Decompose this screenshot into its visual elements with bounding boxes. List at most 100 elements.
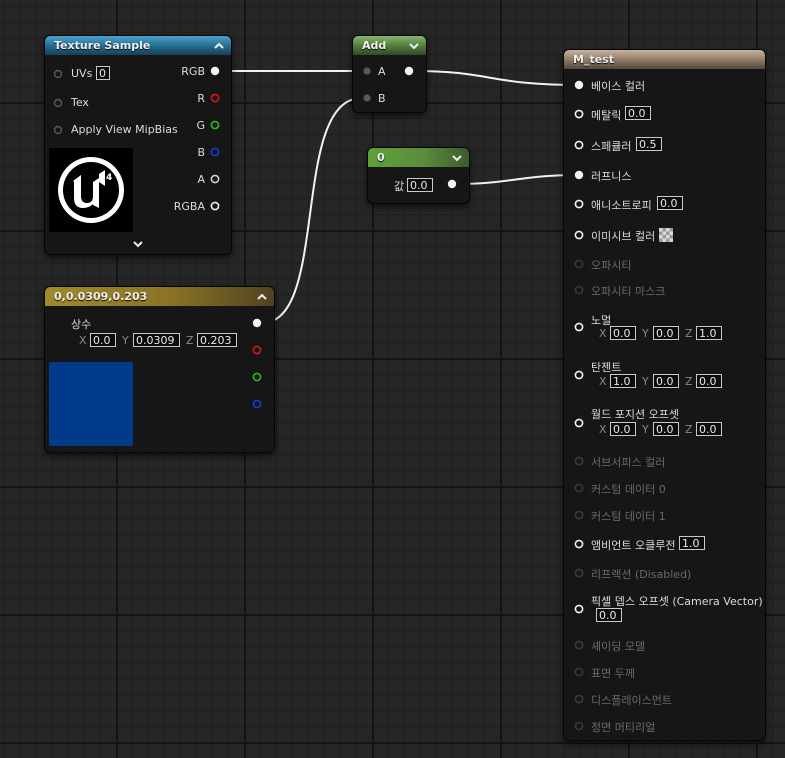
subsurface-color-label: 서브서피스 컬러	[591, 456, 666, 469]
metallic-label: 메탈릭	[591, 109, 622, 122]
normal-x-field[interactable]: 0.0	[610, 326, 636, 340]
ambient-occlusion-value-field[interactable]: 1.0	[679, 536, 705, 550]
uvs-input-pin[interactable]	[53, 69, 63, 79]
custom-data-1-input-pin	[574, 510, 584, 520]
specular-label: 스페큘러	[591, 140, 632, 153]
rgb-output-pin[interactable]	[210, 66, 220, 76]
chevron-down-icon[interactable]	[409, 41, 419, 51]
add-a-input-pin[interactable]	[362, 66, 372, 76]
node-title: Add	[362, 39, 387, 52]
axis-y-label: Y	[642, 423, 649, 436]
wire-zero-to-roughness	[455, 174, 579, 185]
wpo-z-field[interactable]: 0.0	[696, 422, 722, 436]
specular-input-pin[interactable]	[574, 140, 584, 150]
base-color-label: 베이스 컬러	[591, 80, 646, 93]
roughness-label: 러프니스	[591, 170, 632, 183]
base-color-input-pin[interactable]	[574, 80, 584, 90]
texture-sample-node[interactable]: Texture Sample UVs 0 Tex Apply View MipB…	[45, 36, 231, 254]
displacement-input-pin	[574, 694, 584, 704]
normal-input-pin[interactable]	[574, 322, 584, 332]
z-value-field[interactable]: 0.203	[197, 333, 237, 347]
material-result-node[interactable]: M_test 베이스 컬러 메탈릭 0.0 스페큘러 0.5 러프니스 애니소트…	[564, 50, 765, 740]
b-output-pin[interactable]	[210, 147, 220, 157]
add-node-header[interactable]: Add	[353, 36, 426, 55]
g-output-pin[interactable]	[210, 120, 220, 130]
texture-sample-header[interactable]: Texture Sample	[45, 36, 231, 55]
wire-constant-to-add-b	[261, 97, 363, 324]
rgba-output-pin[interactable]	[210, 201, 220, 211]
tangent-y-field[interactable]: 0.0	[653, 374, 679, 388]
chevron-down-icon[interactable]	[452, 153, 462, 163]
chevron-down-icon[interactable]	[133, 239, 143, 249]
scalar-output-pin[interactable]	[447, 179, 457, 189]
chevron-up-icon[interactable]	[214, 41, 224, 51]
axis-z-label: Z	[685, 375, 693, 388]
wpo-x-field[interactable]: 0.0	[610, 422, 636, 436]
front-material-input-pin	[574, 721, 584, 731]
add-b-input-pin[interactable]	[362, 93, 372, 103]
wpo-y-field[interactable]: 0.0	[653, 422, 679, 436]
metallic-input-pin[interactable]	[574, 109, 584, 119]
axis-x-label: X	[599, 423, 607, 436]
scalar-constant-node[interactable]: 0 값 0.0	[368, 148, 469, 203]
r-output-pin[interactable]	[252, 345, 262, 355]
emissive-label: 이미시브 컬러	[591, 230, 656, 243]
surface-thickness-input-pin	[574, 667, 584, 677]
axis-x-label: X	[599, 327, 607, 340]
surface-thickness-label: 표면 두께	[591, 667, 635, 680]
a-label: A	[197, 173, 205, 186]
ambient-occlusion-input-pin[interactable]	[574, 539, 584, 549]
anisotropy-value-field[interactable]: 0.0	[657, 196, 683, 210]
uvs-label: UVs	[71, 67, 93, 80]
tangent-input-pin[interactable]	[574, 370, 584, 380]
r-output-pin[interactable]	[210, 93, 220, 103]
anisotropy-input-pin[interactable]	[574, 199, 584, 209]
checker-swatch-icon[interactable]	[659, 228, 673, 242]
roughness-input-pin[interactable]	[574, 170, 584, 180]
add-output-pin[interactable]	[404, 66, 414, 76]
texture-preview: 4	[49, 148, 133, 232]
axis-y-label: Y	[642, 375, 649, 388]
node-title: M_test	[573, 53, 614, 66]
tangent-x-field[interactable]: 1.0	[610, 374, 636, 388]
axis-x-label: X	[79, 334, 87, 347]
opacity-label: 오파시티	[591, 259, 632, 272]
scalar-constant-header[interactable]: 0	[368, 148, 469, 167]
metallic-value-field[interactable]: 0.0	[625, 106, 651, 120]
normal-label: 노멀	[591, 314, 612, 327]
constant-label: 상수	[71, 318, 92, 331]
value-field[interactable]: 0.0	[407, 178, 433, 192]
axis-y-label: Y	[642, 327, 649, 340]
material-result-header[interactable]: M_test	[564, 50, 765, 69]
shading-model-label: 셰이딩 모델	[591, 640, 646, 653]
pixel-depth-offset-input-pin[interactable]	[574, 604, 584, 614]
unreal-logo-icon: 4	[58, 157, 124, 223]
mipbias-input-pin[interactable]	[53, 125, 63, 135]
specular-value-field[interactable]: 0.5	[636, 137, 662, 151]
tex-input-pin[interactable]	[53, 98, 63, 108]
a-output-pin[interactable]	[210, 174, 220, 184]
refraction-input-pin	[574, 568, 584, 578]
displacement-label: 디스플레이스먼트	[591, 694, 672, 707]
mipbias-label: Apply View MipBias	[71, 123, 178, 136]
pixel-depth-offset-value-field[interactable]: 0.0	[596, 608, 622, 622]
normal-y-field[interactable]: 0.0	[653, 326, 679, 340]
vector-output-pin[interactable]	[252, 318, 262, 328]
b-output-pin[interactable]	[252, 399, 262, 409]
wpo-input-pin[interactable]	[574, 418, 584, 428]
vector-constant-node[interactable]: 0,0.0309,0.203 상수 X 0.0 Y 0.0309 Z 0.203	[45, 287, 274, 452]
y-value-field[interactable]: 0.0309	[133, 333, 180, 347]
add-node[interactable]: Add A B	[353, 36, 426, 112]
chevron-up-icon[interactable]	[257, 292, 267, 302]
x-value-field[interactable]: 0.0	[90, 333, 116, 347]
tangent-z-field[interactable]: 0.0	[696, 374, 722, 388]
svg-text:4: 4	[106, 173, 112, 183]
anisotropy-label: 애니소트로피	[591, 199, 652, 212]
uvs-value-field[interactable]: 0	[96, 66, 110, 80]
vector-constant-header[interactable]: 0,0.0309,0.203	[45, 287, 274, 306]
g-output-pin[interactable]	[252, 372, 262, 382]
r-label: R	[197, 92, 205, 105]
emissive-input-pin[interactable]	[574, 230, 584, 240]
normal-z-field[interactable]: 1.0	[696, 326, 722, 340]
